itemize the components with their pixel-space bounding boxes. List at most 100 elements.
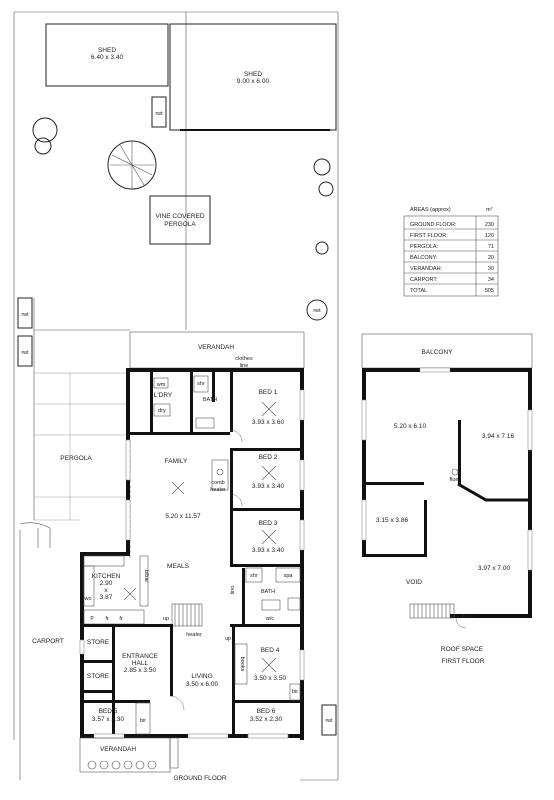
svg-text:3.52 x 2.30: 3.52 x 2.30 <box>250 716 283 723</box>
svg-text:BED 4: BED 4 <box>261 647 280 654</box>
svg-text:3.93 x 3.40: 3.93 x 3.40 <box>252 483 285 490</box>
svg-text:rwt: rwt <box>325 718 333 724</box>
svg-text:HALL: HALL <box>132 660 149 667</box>
svg-text:w/c: w/c <box>265 616 275 622</box>
svg-text:heater: heater <box>210 487 226 493</box>
svg-text:VERANDAH: VERANDAH <box>198 344 234 351</box>
areas-row-value: 30 <box>488 266 494 272</box>
areas-row-label: FIRST FLOOR: <box>410 233 448 239</box>
svg-text:rwt: rwt <box>313 308 321 314</box>
first-stair: down <box>409 603 475 629</box>
svg-text:6.40 x 3.40: 6.40 x 3.40 <box>91 54 124 61</box>
areas-row-value: 120 <box>485 233 494 239</box>
svg-text:2.90: 2.90 <box>100 580 113 587</box>
svg-text:PERGOLA: PERGOLA <box>164 221 196 228</box>
svg-text:dry: dry <box>158 408 166 414</box>
areas-row-value: 34 <box>488 277 494 283</box>
svg-text:BED 2: BED 2 <box>259 454 278 461</box>
shed-small: SHED 6.40 x 3.40 <box>45 23 169 87</box>
areas-table: AREAS (approx) m² GROUND FLOOR: 230FIRST … <box>403 207 499 297</box>
svg-text:comb: comb <box>211 480 224 486</box>
svg-text:3.50 x 6.00: 3.50 x 6.00 <box>186 681 219 688</box>
svg-text:wm: wm <box>156 382 166 388</box>
svg-text:BED 6: BED 6 <box>257 708 276 715</box>
svg-text:MEALS: MEALS <box>167 563 190 570</box>
areas-row-value: 230 <box>485 222 494 228</box>
svg-text:fr: fr <box>119 616 123 622</box>
areas-row-label: PERGOLA: <box>410 244 439 250</box>
svg-text:BATH: BATH <box>203 397 217 403</box>
svg-text:3.57 x 2.30: 3.57 x 2.30 <box>92 716 125 723</box>
svg-text:up: up <box>225 636 231 642</box>
svg-text:3.87: 3.87 <box>100 594 113 601</box>
svg-text:3.94 x 7.16: 3.94 x 7.16 <box>482 433 515 440</box>
front-verandah: VERANDAH <box>79 737 179 773</box>
svg-text:heater: heater <box>186 632 202 638</box>
svg-text:2.85 x 3.50: 2.85 x 3.50 <box>124 667 157 674</box>
svg-text:KITCHEN: KITCHEN <box>92 573 121 580</box>
svg-text:rwt: rwt <box>155 111 163 117</box>
svg-text:line: line <box>240 363 249 369</box>
svg-text:STORE: STORE <box>87 639 110 646</box>
areas-row-label: CARPORT: <box>410 277 438 283</box>
svg-text:BED 1: BED 1 <box>259 389 278 396</box>
first-floor-plan: BALCONY 5.20 x 6.10 3.94 x 7.16 flue 3.1… <box>361 333 533 629</box>
ground-floor-caption: GROUND FLOOR <box>173 775 226 782</box>
svg-text:SHED: SHED <box>98 47 116 54</box>
svg-text:spa: spa <box>284 573 294 579</box>
svg-text:STORE: STORE <box>87 673 110 680</box>
svg-text:rwt: rwt <box>21 350 29 356</box>
svg-text:5.20 x 6.10: 5.20 x 6.10 <box>394 423 427 430</box>
svg-text:shr: shr <box>250 573 258 579</box>
areas-row-label: BALCONY: <box>410 255 438 261</box>
rwt-tank-3: rwt <box>17 335 33 367</box>
vine-pergola: VINE COVERED PERGOLA <box>149 195 211 245</box>
areas-row-value: 20 <box>488 255 494 261</box>
svg-text:wo: wo <box>83 596 91 602</box>
svg-text:VINE COVERED: VINE COVERED <box>155 213 204 220</box>
rwt-tank-2: rwt <box>17 297 33 329</box>
areas-row-label: GROUND FLOOR: <box>410 222 457 228</box>
svg-text:CARPORT: CARPORT <box>32 638 64 645</box>
rwt-tank-4: rwt <box>321 704 337 736</box>
svg-text:shr: shr <box>197 381 205 387</box>
svg-text:down: down <box>461 614 474 620</box>
svg-text:LIVING: LIVING <box>191 673 212 680</box>
svg-text:fr: fr <box>105 616 109 622</box>
svg-text:bir: bir <box>292 689 298 695</box>
first-floor-caption: FIRST FLOOR <box>442 658 485 665</box>
ground-floor-plan: wm L'DRY dry shr BATH BED 1 3.93 x 3.60 … <box>79 368 305 740</box>
svg-text:L'DRY: L'DRY <box>154 392 173 399</box>
svg-text:BED 3: BED 3 <box>259 520 278 527</box>
svg-text:3.15 x 3.86: 3.15 x 3.86 <box>376 517 409 524</box>
svg-text:ENTRANCE: ENTRANCE <box>122 653 158 660</box>
svg-text:3.50 x 3.50: 3.50 x 3.50 <box>254 675 287 682</box>
rear-verandah: VERANDAH clothes line <box>129 331 305 369</box>
areas-row-label: VERANDAH: <box>410 266 443 272</box>
svg-text:BED 5: BED 5 <box>99 708 118 715</box>
svg-text:rwt: rwt <box>21 312 29 318</box>
svg-text:3.93 x 3.40: 3.93 x 3.40 <box>252 547 285 554</box>
svg-text:9.00 x 6.00: 9.00 x 6.00 <box>237 78 270 85</box>
svg-text:flue: flue <box>450 477 459 483</box>
svg-text:PERGOLA: PERGOLA <box>60 455 92 462</box>
svg-text:up: up <box>163 616 169 622</box>
areas-row-value: 71 <box>488 244 494 250</box>
roof-space-label: ROOF SPACE <box>441 646 484 653</box>
rwt-tank-1: rwt <box>151 96 167 128</box>
svg-text:clothes: clothes <box>235 356 253 362</box>
svg-text:b/bar: b/bar <box>143 570 149 583</box>
svg-text:m²: m² <box>486 207 493 213</box>
svg-text:BATH: BATH <box>261 589 275 595</box>
svg-text:BALCONY: BALCONY <box>421 349 453 356</box>
svg-text:3.97 x 7.00: 3.97 x 7.00 <box>478 565 511 572</box>
svg-text:3.93 x 3.60: 3.93 x 3.60 <box>252 419 285 426</box>
svg-text:books: books <box>239 657 245 672</box>
ground-stair: up up heater <box>163 603 231 642</box>
svg-text:FAMILY: FAMILY <box>165 458 188 465</box>
svg-text:VERANDAH: VERANDAH <box>100 746 136 753</box>
carport-area: CARPORT <box>19 522 64 780</box>
svg-text:AREAS (approx): AREAS (approx) <box>410 207 451 213</box>
areas-total-value: 505 <box>485 288 494 294</box>
